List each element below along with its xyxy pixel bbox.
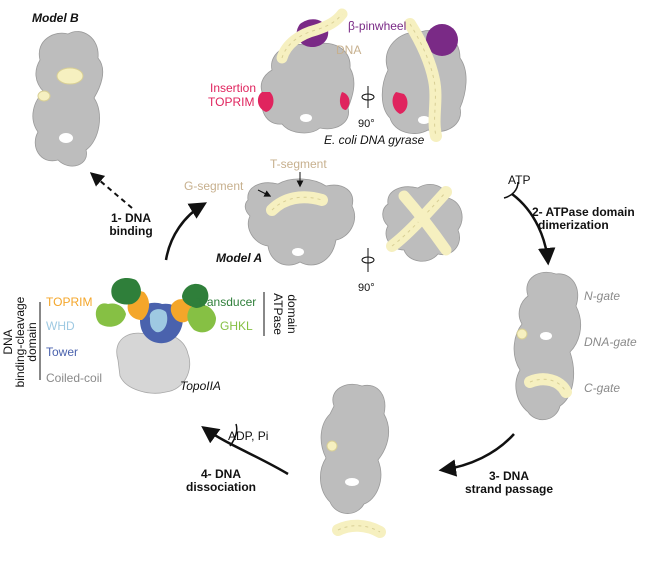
beta-pinwheel-label: β-pinwheel (348, 19, 407, 33)
step3-arrow (438, 433, 515, 477)
strand-passage-structure (320, 383, 390, 538)
step1-line1: 1- DNA (110, 211, 151, 225)
topoiia-domain-structure (95, 277, 216, 394)
step2-line2: dimerization (538, 218, 609, 232)
gates-structure (513, 271, 582, 420)
legend-ghkl: GHKL (220, 319, 253, 333)
gyrase-caption: E. coli DNA gyrase (324, 133, 425, 147)
atpase-line1: ATPase (271, 293, 285, 335)
t-segment-label: T-segment (270, 157, 327, 171)
dna-domain-label: DNA binding-cleavage domain (1, 292, 39, 392)
atpase-domain-label: ATPase (271, 286, 285, 342)
model-a-structure-rotated (382, 184, 463, 262)
dna-label: DNA (336, 43, 362, 57)
gyrase-structure-rotated (381, 18, 467, 142)
step2-line1: 2- ATPase domain (532, 205, 635, 219)
model-b-structure (32, 31, 104, 167)
step1-line2: binding (109, 224, 153, 238)
step3-line2: strand passage (464, 482, 554, 496)
c-gate-label: C-gate (584, 381, 621, 395)
rotation-icon-top (361, 86, 375, 108)
legend-whd: WHD (46, 319, 75, 333)
model-a-structure-front (244, 178, 355, 266)
step4-line2: dissociation (185, 480, 256, 494)
step1-label: 1- DNA binding (96, 212, 166, 238)
atpase-line2: domain (285, 294, 299, 334)
rotation-label-top: 90° (358, 118, 375, 130)
dashed-arrow-to-model-b (89, 172, 133, 209)
legend-toprim: TOPRIM (46, 295, 93, 309)
atp-label: ATP (508, 173, 531, 187)
legend-tower: Tower (46, 345, 79, 359)
step4-label: 4- DNA dissociation (176, 468, 266, 494)
step3-label: 3- DNA strand passage (464, 470, 554, 496)
n-gate-label: N-gate (584, 289, 621, 303)
g-segment-label: G-segment (184, 179, 244, 193)
model-b-title: Model B (32, 11, 79, 25)
legend-coiled-coil: Coiled-coil (46, 371, 103, 385)
legend-transducer: Transducer (196, 295, 257, 309)
atpase-domain-label-2: domain (285, 286, 299, 342)
step4-line1: 4- DNA (200, 467, 241, 481)
model-a-title: Model A (216, 251, 263, 265)
adp-curve (229, 423, 238, 447)
atp-curve (503, 181, 519, 199)
rotation-icon-middle (361, 248, 375, 272)
topoiia-label: TopoIIA (180, 379, 221, 393)
insertion-label: Insertion (210, 81, 257, 95)
dna-domain-line3: domain (25, 322, 39, 362)
adp-pi-label: ADP, Pi (228, 429, 269, 443)
step2-label: 2- ATPase domain dimerization (532, 206, 635, 232)
gyrase-structure-front (257, 8, 355, 134)
dna-gate-label: DNA-gate (584, 335, 637, 349)
step2-arrow (511, 193, 556, 266)
g-segment-pointer (257, 189, 272, 197)
rotation-label-middle: 90° (358, 282, 375, 294)
toprim-red-label: TOPRIM (208, 95, 255, 109)
step1-arrow (164, 202, 208, 261)
step3-line1: 3- DNA (488, 469, 529, 483)
step4-arrow (201, 425, 289, 476)
